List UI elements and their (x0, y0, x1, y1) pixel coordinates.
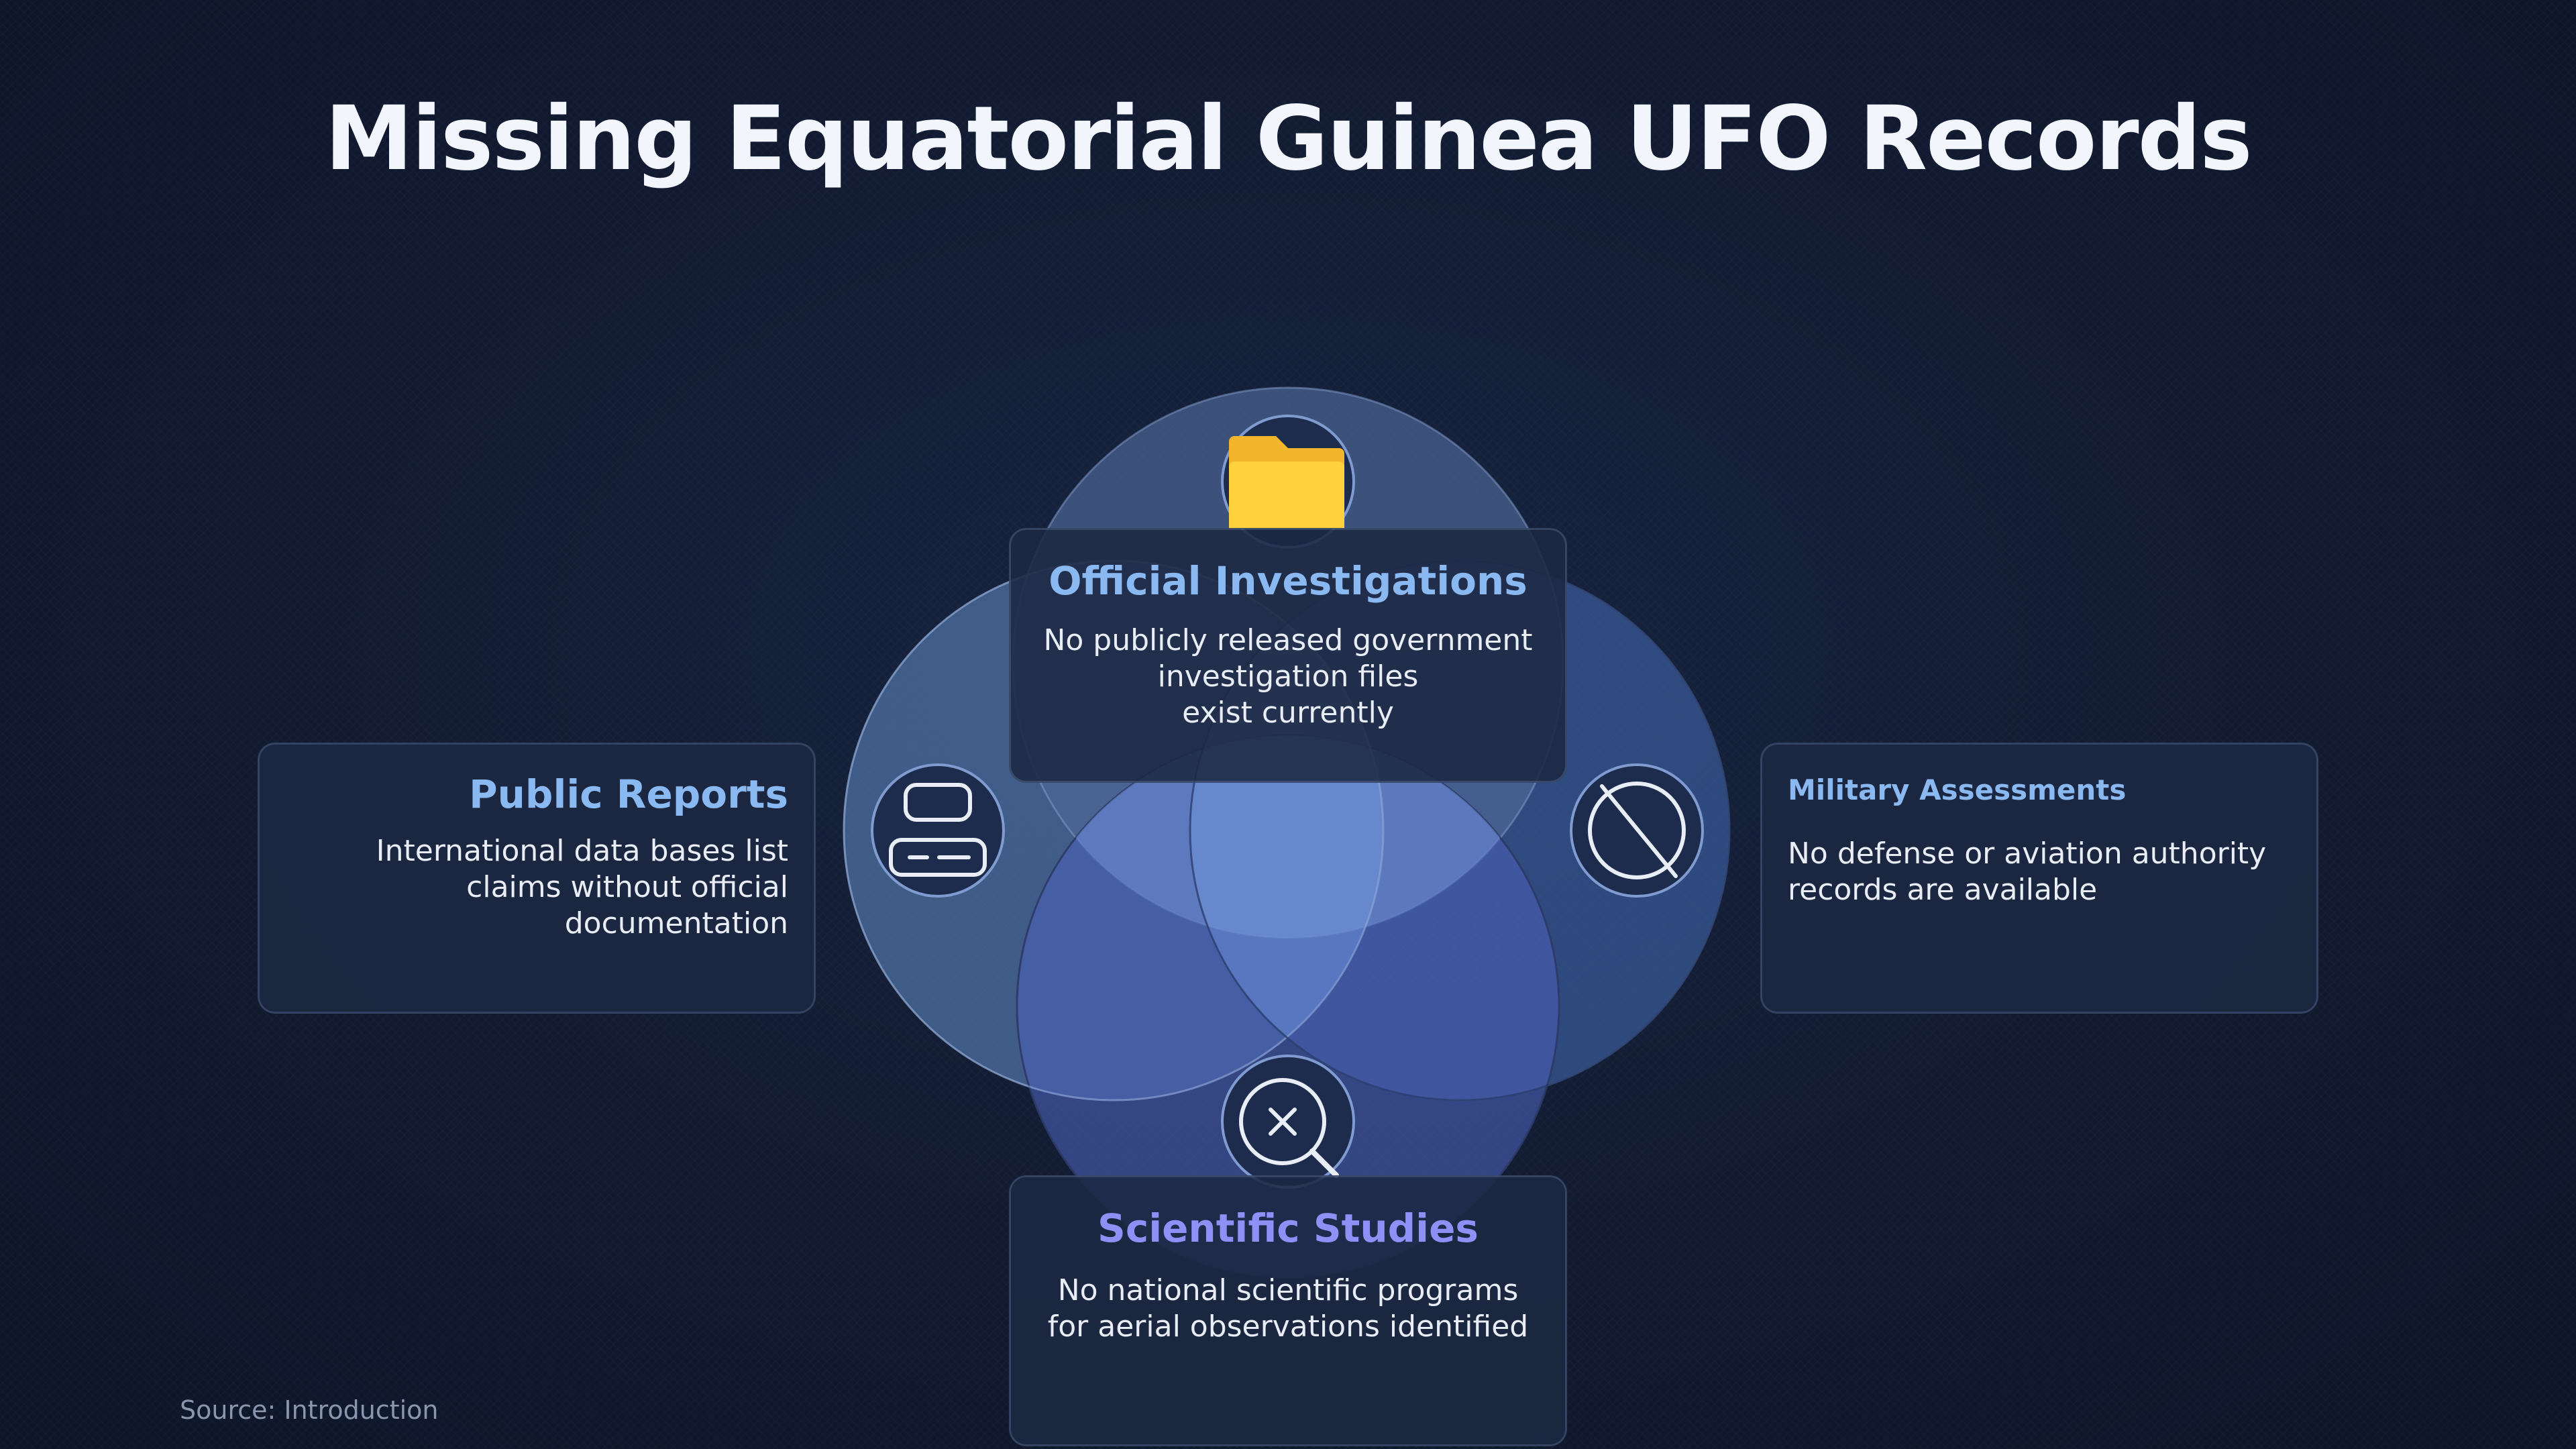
source-note: Source: Introduction (180, 1395, 439, 1425)
card-official-body: No publicly released government investig… (1043, 623, 1533, 730)
card-scientific-studies: Scientific Studies No national scientifi… (1009, 1175, 1567, 1446)
card-official-title: Official Investigations (1049, 558, 1527, 604)
card-public-body: International data bases list claims wit… (376, 834, 788, 941)
database-form-icon (871, 763, 1005, 898)
page-title: Missing Equatorial Guinea UFO Records (325, 87, 2252, 191)
overlap-center (1190, 561, 1383, 1100)
overlap-official-scientific (1017, 735, 1559, 938)
card-military-assessments: Military Assessments No defense or aviat… (1760, 743, 2318, 1014)
search-x-icon (1221, 1055, 1355, 1189)
card-scientific-body: No national scientific programs for aeri… (1047, 1273, 1529, 1344)
card-scientific-title: Scientific Studies (1097, 1205, 1479, 1251)
card-official-investigations: Official Investigations No publicly rele… (1009, 528, 1567, 783)
prohibited-icon (1570, 763, 1704, 898)
card-military-title: Military Assessments (1788, 773, 2127, 806)
card-public-title: Public Reports (469, 771, 788, 817)
card-public-reports: Public Reports International data bases … (258, 743, 816, 1014)
card-military-body: No defense or aviation authority records… (1788, 837, 2267, 907)
